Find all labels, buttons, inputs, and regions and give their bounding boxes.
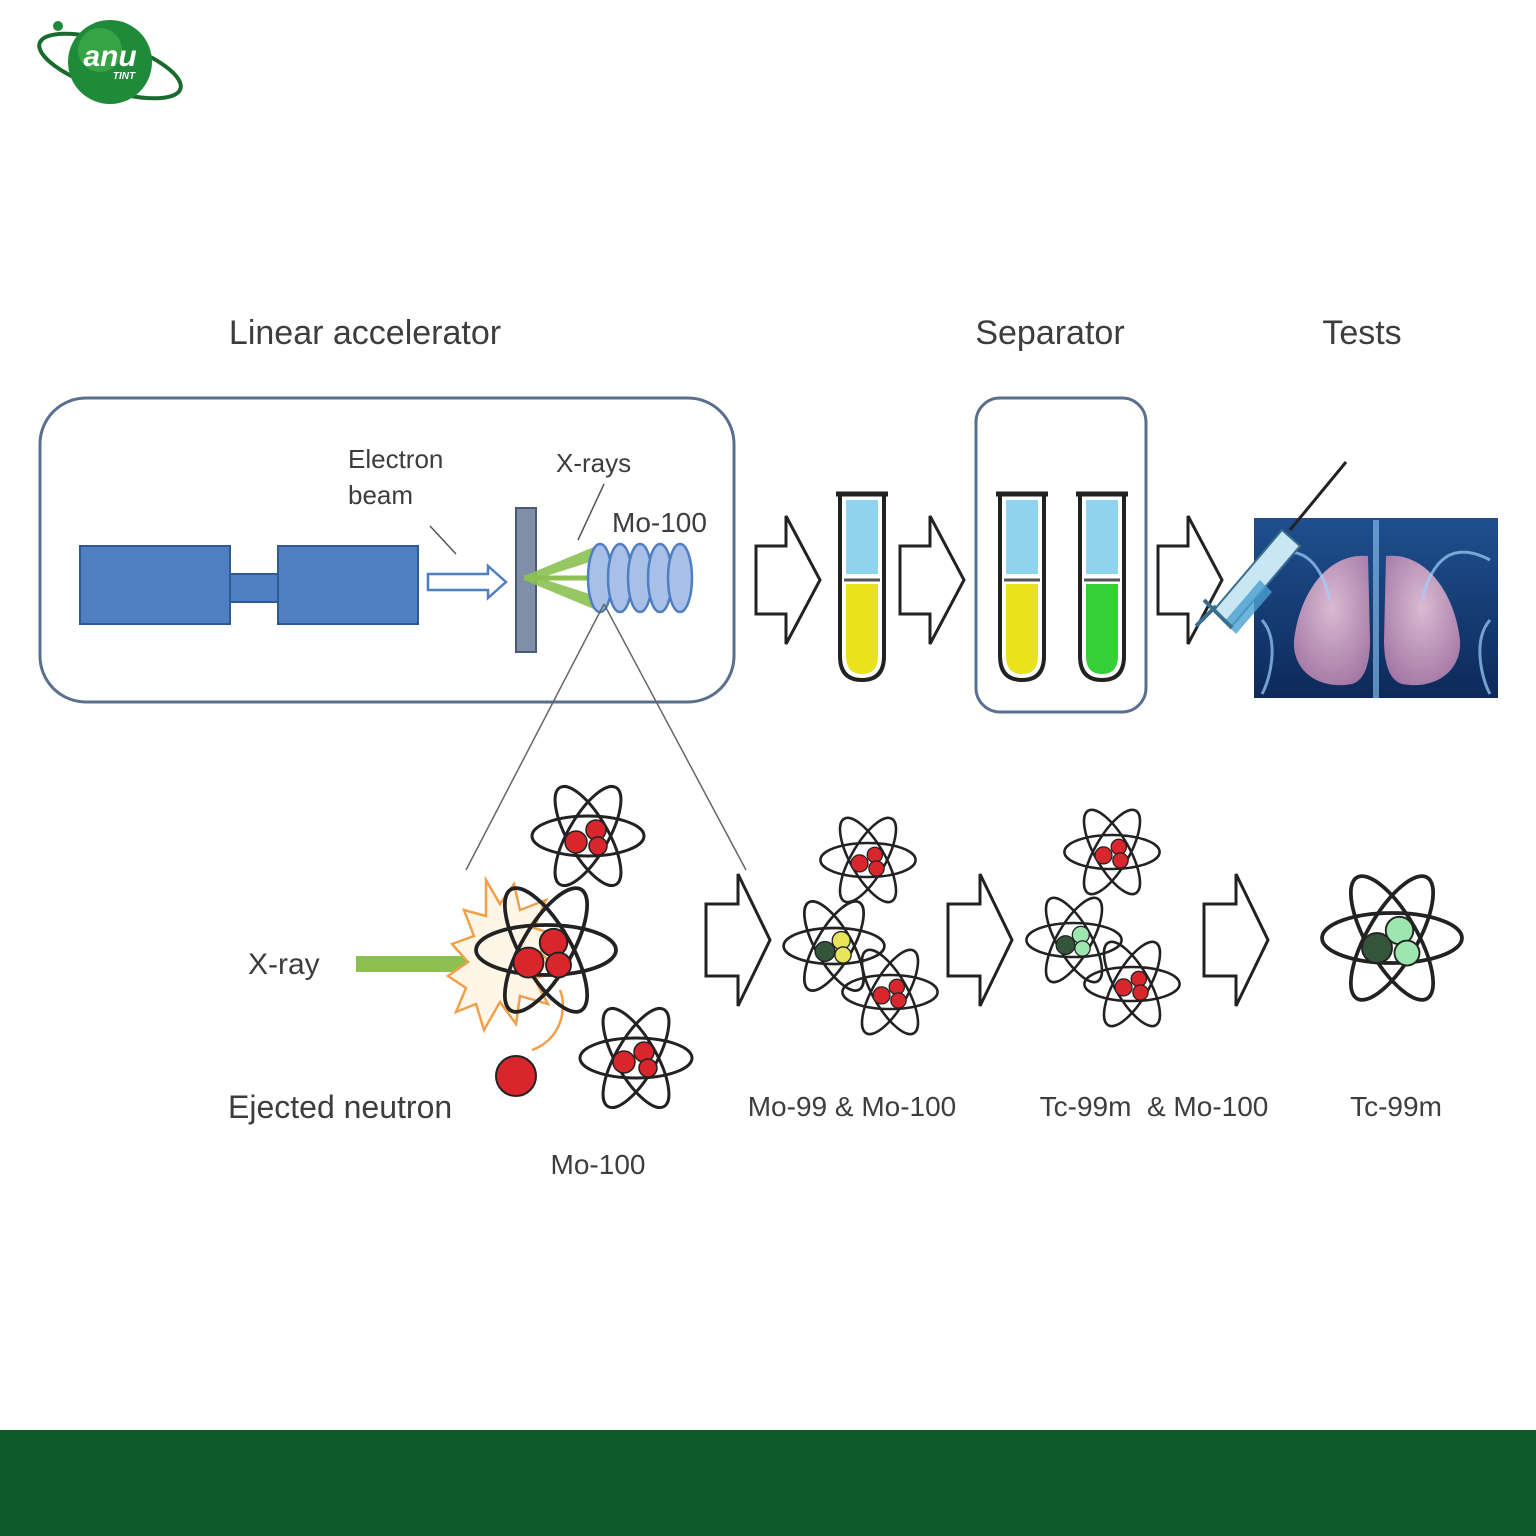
x-rays-pointer xyxy=(577,483,605,541)
footer-bar xyxy=(0,1430,1536,1536)
atom-mo100-group1-top xyxy=(819,809,917,911)
test-tube-separator-yellow xyxy=(996,491,1048,683)
logo-text-sub: TINT xyxy=(113,71,136,82)
zoom-line-right xyxy=(603,603,747,871)
electron-beam-pointer xyxy=(429,525,457,555)
x-ray-beam-fan xyxy=(524,546,596,610)
accelerator-connector xyxy=(229,573,279,603)
logo-dot xyxy=(53,21,63,31)
atom-mo99 xyxy=(782,892,886,1000)
flow-arrow-top-2 xyxy=(898,515,966,645)
atom-mo100-group2-top xyxy=(1063,801,1161,903)
electron-beam-arrow xyxy=(426,563,508,601)
test-tube-separator-green xyxy=(1076,491,1128,683)
test-tube-mo99 xyxy=(836,491,888,683)
flow-arrow-top-3 xyxy=(1156,515,1224,645)
section-title-tests: Tests xyxy=(1322,314,1401,352)
accelerator-block-left xyxy=(79,545,231,625)
syringe-icon xyxy=(1194,461,1348,634)
logo-sphere-highlight xyxy=(78,28,122,72)
section-title-linear-accelerator: Linear accelerator xyxy=(229,314,501,352)
flow-arrow-bottom-3 xyxy=(1202,873,1270,1007)
lungs-scan-image xyxy=(1254,518,1498,698)
atom-mo100-hit xyxy=(474,875,618,1025)
atom-mo100-top xyxy=(530,776,646,896)
x-ray-label: X-ray xyxy=(248,948,320,981)
atom-mo100-bottom xyxy=(578,998,694,1118)
tc99m-mo100-label: Tc-99m & Mo-100 xyxy=(1040,1091,1269,1122)
atom-tc99m-group2 xyxy=(1025,889,1123,991)
mo100-bottom-label: Mo-100 xyxy=(551,1149,646,1180)
flow-arrow-bottom-1 xyxy=(704,873,772,1007)
electron-beam-label-2: beam xyxy=(348,480,413,510)
linear-accelerator-panel xyxy=(38,396,736,704)
mo100-target-stack xyxy=(586,542,694,614)
ejected-neutron-label: Ejected neutron xyxy=(228,1089,452,1125)
atom-mo100-group2-bottom xyxy=(1083,933,1181,1035)
flow-arrow-bottom-2 xyxy=(946,873,1014,1007)
x-ray-incoming-arrow xyxy=(356,946,488,982)
tc99m-label: Tc-99m xyxy=(1350,1091,1442,1122)
zoom-line-left xyxy=(465,603,605,871)
atom-mo100-group1-bottom xyxy=(841,941,939,1043)
mo99-mo100-label: Mo-99 & Mo-100 xyxy=(748,1091,957,1122)
flow-arrow-top-1 xyxy=(754,515,822,645)
x-rays-label: X-rays xyxy=(556,448,631,478)
impact-burst xyxy=(445,875,563,1034)
ejected-neutron xyxy=(495,1055,537,1097)
mo100-target-label: Mo-100 xyxy=(612,507,707,538)
anu-tint-logo: anu TINT xyxy=(37,20,183,104)
atom-tc99m-final xyxy=(1320,863,1464,1013)
section-title-separator: Separator xyxy=(975,314,1124,352)
separator-panel xyxy=(974,396,1148,714)
neutron-trail xyxy=(531,989,565,1052)
electron-beam-label-1: Electron xyxy=(348,444,443,474)
logo-text-main: anu xyxy=(83,40,136,73)
accelerator-block-right xyxy=(277,545,419,625)
